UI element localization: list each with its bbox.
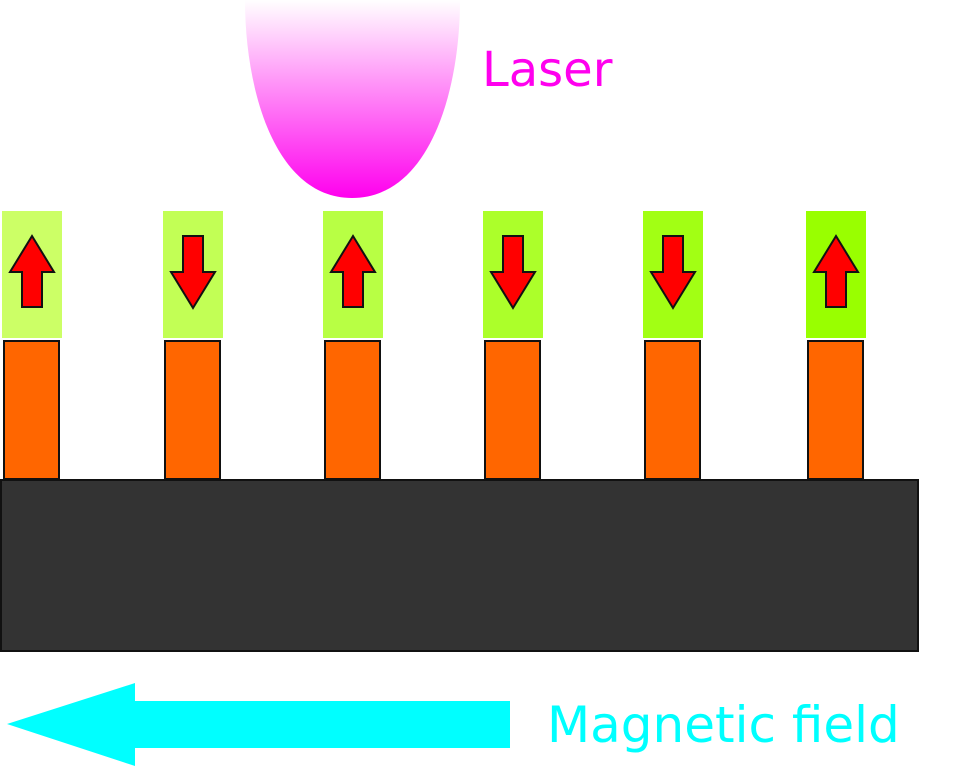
spin-up-arrow-icon — [329, 234, 377, 308]
substrate — [0, 479, 919, 652]
pillar — [483, 211, 543, 480]
orange-pillar — [164, 340, 221, 480]
orange-pillar — [644, 340, 701, 480]
spin-up-arrow-icon — [812, 234, 860, 308]
pillar — [163, 211, 223, 480]
magnetic-field-arrow — [7, 683, 510, 766]
orange-pillar — [807, 340, 864, 480]
laser-beam — [245, 0, 460, 198]
pillar — [643, 211, 703, 480]
laser-label: Laser — [482, 42, 613, 98]
pillar — [2, 211, 62, 480]
spin-up-arrow-icon — [8, 234, 56, 308]
pillar — [323, 211, 383, 480]
orange-pillar — [484, 340, 541, 480]
magnetic-field-label: Magnetic field — [547, 696, 900, 754]
spin-down-arrow-icon — [489, 235, 537, 310]
spin-down-arrow-icon — [649, 235, 697, 310]
spin-down-arrow-icon — [169, 235, 217, 310]
orange-pillar — [3, 340, 60, 480]
orange-pillar — [324, 340, 381, 480]
pillar — [806, 211, 866, 480]
